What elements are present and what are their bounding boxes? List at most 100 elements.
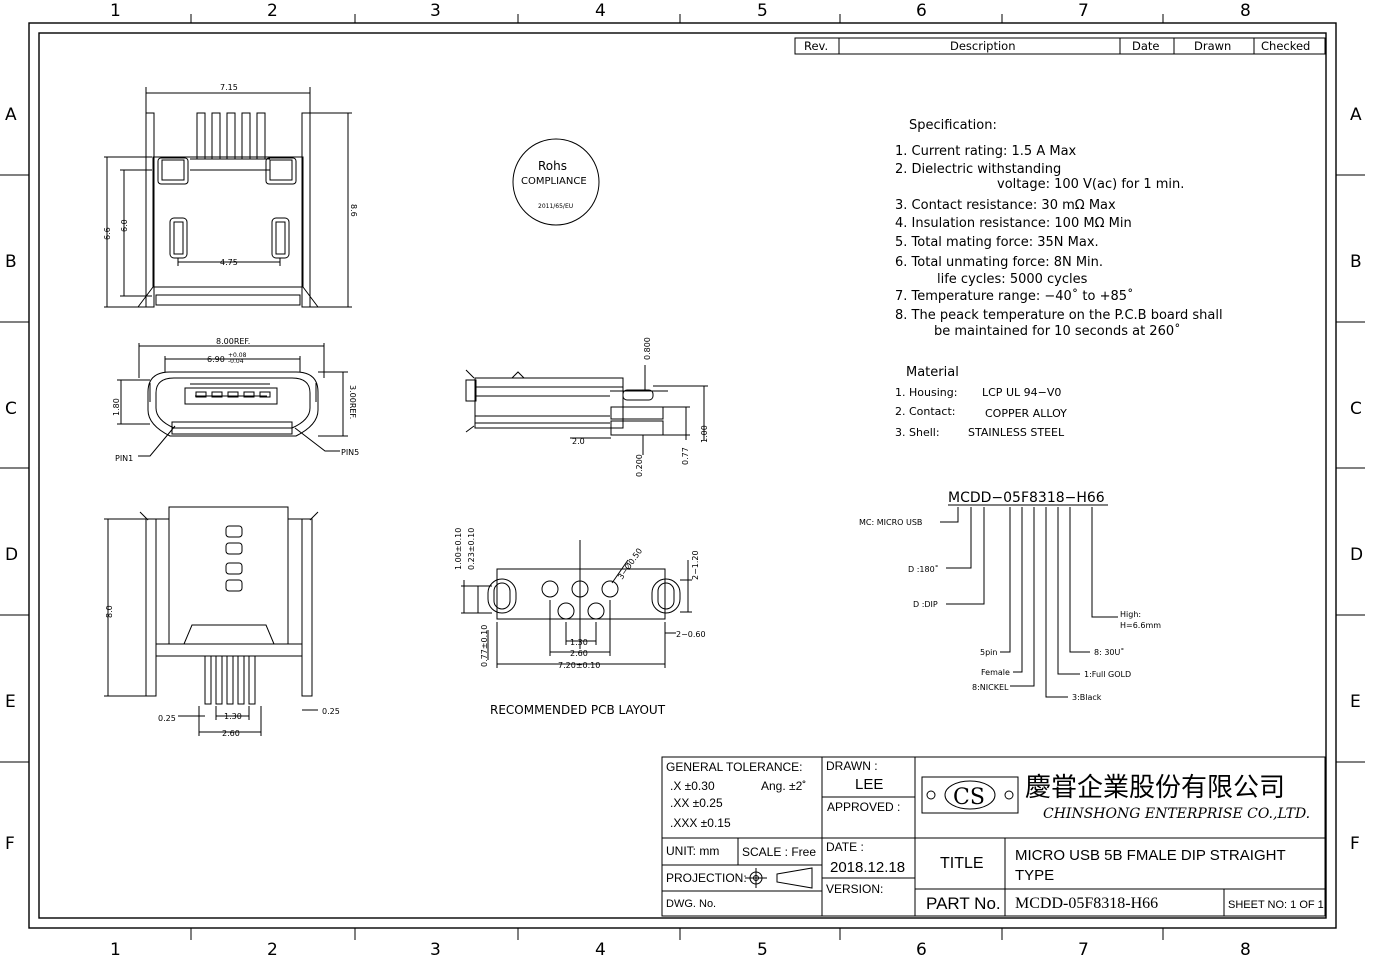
grid-ticks: [0, 14, 1365, 940]
rohs-line1: Rohs: [538, 159, 567, 173]
dim-6-90-tol-minus: -0.04: [228, 358, 244, 365]
grid-col-4-bottom: 4: [595, 940, 606, 960]
part-code-leaders: [940, 504, 1118, 698]
material-housing-value: LCP UL 94−V0: [982, 386, 1061, 399]
spec-item-7: 7. Temperature range: −40˚ to +85˚: [895, 288, 1134, 304]
dim-7-15: 7.15: [220, 83, 238, 92]
material-shell-value: STAINLESS STEEL: [968, 426, 1065, 439]
code-label-high: High:: [1120, 610, 1141, 619]
part-code: MCDD−05F8318−H66: [948, 490, 1105, 506]
grid-col-5-bottom: 5: [757, 940, 768, 960]
grid-col-5-top: 5: [757, 1, 768, 21]
date-value: 2018.12.18: [830, 859, 906, 876]
pcb-dim-phi: 3−Ø0.50: [615, 546, 644, 581]
grid-row-d-left: D: [5, 545, 18, 565]
checked-header: Checked: [1261, 39, 1310, 53]
version-label: VERSION:: [826, 882, 884, 896]
unit-label: UNIT: mm: [666, 844, 720, 858]
tolerance-xxx: .XXX ±0.15: [670, 816, 731, 830]
pcb-dim-0-77: 0.77±0.10: [480, 625, 489, 667]
pcb-dim-2-60: 2.60: [570, 649, 588, 658]
pcb-dim-1-20: 2−1.20: [691, 550, 700, 580]
pcb-layout-drawing: [461, 540, 692, 668]
dim-1-00: 1.00: [700, 425, 709, 443]
rohs-line3: 2011/65/EU: [538, 203, 573, 210]
part-no-value: MCDD-05F8318-H66: [1015, 895, 1159, 912]
pcb-dim-1-00: 1.00±0.10: [454, 528, 463, 570]
inner-border: [38, 32, 1327, 919]
grid-row-f-right: F: [1350, 834, 1360, 854]
company-logo-text: CS: [953, 785, 985, 810]
company-name-cn: 慶甞企業股份有限公司: [1025, 773, 1285, 803]
code-label-black: 3:Black: [1072, 693, 1102, 702]
company-logo: [921, 776, 1019, 814]
material-shell-label: 3. Shell:: [895, 426, 940, 439]
dim-2-0: 2.0: [572, 437, 585, 446]
description-header: Description: [950, 39, 1016, 53]
grid-col-1-bottom: 1: [110, 940, 121, 960]
grid-col-3-bottom: 3: [430, 940, 441, 960]
dim-3-00ref: 3.00REF.: [348, 385, 357, 419]
material-contact-label: 2. Contact:: [895, 405, 956, 418]
material-title: Material: [906, 365, 959, 380]
spec-item-2: 2. Dielectric withstanding: [895, 162, 1061, 177]
grid-col-4-top: 4: [595, 1, 606, 21]
dim-0-77: 0.77: [681, 447, 690, 465]
pin1-label: PIN1: [115, 454, 133, 463]
grid-col-2-top: 2: [267, 1, 278, 21]
code-label-mc: MC: MICRO USB: [859, 518, 922, 527]
grid-row-a-right: A: [1350, 105, 1362, 125]
grid-row-a-left: A: [5, 105, 17, 125]
material-housing-label: 1. Housing:: [895, 386, 957, 399]
grid-col-7-top: 7: [1078, 1, 1089, 21]
pcb-caption: RECOMMENDED PCB LAYOUT: [490, 703, 666, 717]
projection-symbol: [745, 867, 813, 889]
material-contact-value: COPPER ALLOY: [985, 407, 1067, 420]
part-no-label: PART No.: [926, 894, 1001, 913]
date-header: Date: [1132, 39, 1160, 53]
pcb-dim-0-23: 0.23±0.10: [467, 528, 476, 570]
dim-0-25-right: 0.25: [322, 707, 340, 716]
grid-col-7-bottom: 7: [1078, 940, 1089, 960]
code-label-gold: 1:Full GOLD: [1084, 670, 1131, 679]
grid-row-c-left: C: [5, 399, 17, 419]
dim-6-0: 6.0: [120, 219, 129, 232]
spec-item-4: 4. Insulation resistance: 100 MΩ Min: [895, 216, 1132, 231]
dwg-no-label: DWG. No.: [666, 898, 717, 910]
pcb-dim-1-30: 1.30: [570, 638, 588, 647]
grid-col-8-top: 8: [1240, 1, 1251, 21]
code-label-pin: 5pin: [980, 648, 997, 657]
spec-item-2b: voltage: 100 V(ac) for 1 min.: [997, 177, 1184, 192]
title-block-lines: [661, 756, 1326, 917]
code-label-ddip: D :DIP: [913, 600, 938, 609]
dim-8-00ref: 8.00REF.: [216, 337, 250, 346]
title-label: TITLE: [940, 855, 984, 872]
grid-row-f-left: F: [5, 834, 15, 854]
rev-header: Rev.: [804, 39, 828, 53]
outer-border: [28, 22, 1337, 929]
spec-item-8b: be maintained for 10 seconds at 260˚: [934, 323, 1181, 339]
dim-6-90-tol-plus: +0.08: [228, 352, 247, 359]
code-label-nickel: 8:NICKEL: [972, 683, 1009, 692]
top-view-drawing: [104, 87, 352, 308]
dim-8-0: 8.0: [105, 605, 114, 618]
dim-0-800: 0.800: [643, 337, 652, 360]
code-label-30u: 8: 30U˚: [1094, 647, 1124, 657]
dim-2-60: 2.60: [222, 729, 240, 738]
dim-1-30: 1.30: [224, 712, 242, 721]
grid-row-b-left: B: [5, 252, 17, 272]
grid-col-8-bottom: 8: [1240, 940, 1251, 960]
title-line-2: TYPE: [1015, 867, 1055, 884]
title-line-1: MICRO USB 5B FMALE DIP STRAIGHT: [1015, 847, 1286, 864]
spec-item-5: 5. Total mating force: 35N Max.: [895, 235, 1099, 250]
projection-label: PROJECTION:: [666, 871, 747, 885]
spec-title: Specification:: [909, 118, 997, 133]
grid-row-e-right: E: [1350, 692, 1361, 712]
scale-label: SCALE : Free: [742, 845, 817, 859]
approved-label: APPROVED :: [827, 800, 901, 814]
code-label-h66: H=6.6mm: [1120, 621, 1161, 630]
pin5-label: PIN5: [341, 448, 359, 457]
grid-col-2-bottom: 2: [267, 940, 278, 960]
pcb-dim-7-20: 7.20±0.10: [558, 661, 600, 670]
